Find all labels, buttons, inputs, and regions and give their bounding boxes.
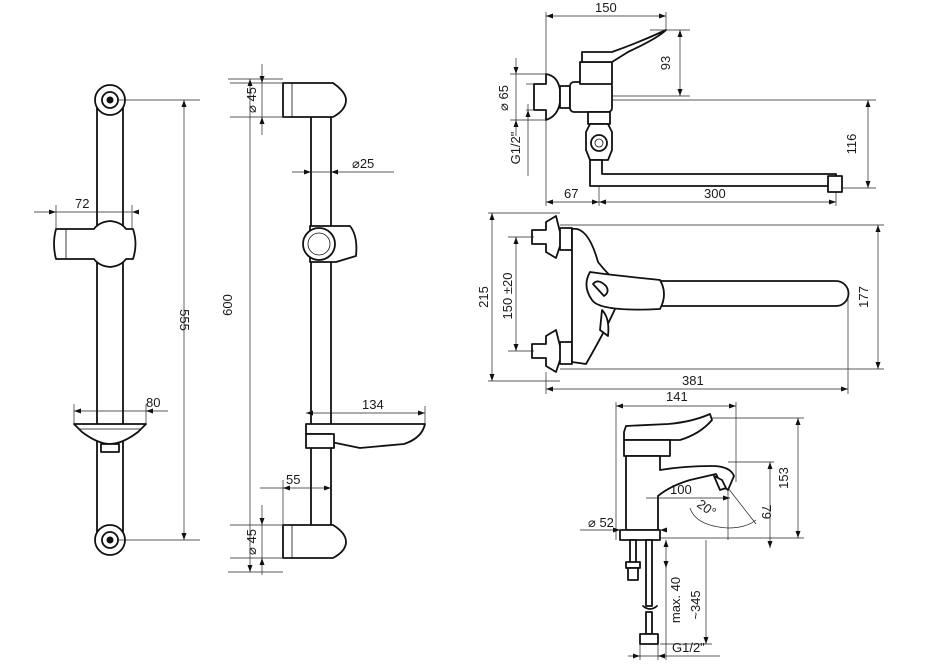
dim-label-inlet-dia: 65 — [496, 85, 511, 99]
side-nut-collar — [559, 85, 571, 109]
basin-hose-nut — [639, 633, 659, 645]
dim-arc-angle — [689, 507, 757, 529]
ext-line — [727, 487, 757, 525]
dim-label-thread-bottom: G1/2" — [672, 640, 705, 655]
dim-arrows — [546, 199, 836, 205]
top-lower-collar — [559, 341, 573, 365]
dim-label-holder-dia-top-text: ⌀ 45 — [244, 87, 259, 113]
dim-label-153: 153 — [776, 467, 791, 489]
side-spout-aerator — [827, 175, 843, 193]
dim-label-215: 215 — [476, 286, 491, 308]
basin-nut — [627, 567, 639, 581]
side-swivel-core — [594, 138, 604, 148]
diameter-symbol: ⌀ — [496, 103, 511, 111]
dim-label-116: 116 — [844, 134, 859, 155]
top-handle — [585, 271, 665, 311]
dim-label-centers: 150 ±20 — [500, 273, 515, 320]
side-tray-collar — [305, 433, 335, 449]
rail-slider-holder — [53, 220, 137, 268]
side-top-holder — [282, 82, 347, 118]
dim-label-holder-dia-bottom: 45 — [244, 529, 259, 543]
side-cartridge-cap — [579, 61, 613, 85]
basin-aerator — [713, 475, 727, 491]
rail-soap-tray-front — [73, 423, 147, 445]
dim-label-holder-dia-top: 45 — [244, 87, 259, 101]
rail-tube — [96, 99, 124, 541]
dim-label-holder-dia-bottom-text: ⌀ 45 — [244, 529, 259, 555]
dim-label-80: 80 — [146, 395, 160, 410]
basin-base-plate — [619, 529, 661, 541]
dim-arrows — [525, 110, 531, 117]
top-handle-mark-icon — [592, 280, 609, 297]
dim-label-93: 93 — [658, 56, 673, 70]
basin-handle — [623, 413, 713, 441]
dim-label-300: 300 — [704, 186, 726, 201]
rail-bottom-screw-icon — [106, 536, 114, 544]
side-swivel-ring — [590, 134, 608, 152]
top-upper-collar — [559, 227, 573, 251]
basin-hose-upper — [645, 539, 653, 607]
dim-label-tube-dia: 25 — [360, 156, 374, 171]
side-rail-tube — [310, 109, 332, 529]
basin-hose-lower — [645, 611, 653, 635]
side-eccentric-nut — [533, 73, 561, 121]
basin-body-spout — [625, 455, 735, 531]
basin-cartridge-cap — [623, 439, 671, 457]
dim-label-600: 600 — [220, 294, 235, 316]
dim-arrows — [723, 495, 730, 501]
dim-label-555: 555 — [177, 309, 192, 331]
wall-mixer-side-view: 150 93 ⌀ 65 G1/2" 116 67 300 — [496, 0, 876, 206]
dim-label-thread: G1/2" — [508, 131, 523, 164]
dim-arrows — [304, 169, 338, 175]
dim-label-134: 134 — [362, 397, 384, 412]
basin-mixer-view: 141 153 100 20° 79 ⌀ 52 max. 40 ~345 — [580, 389, 804, 660]
side-long-spout — [589, 159, 837, 187]
dim-label-177: 177 — [856, 286, 871, 308]
dim-label-max40: max. 40 — [668, 577, 683, 623]
diameter-symbol: ⌀ — [588, 515, 596, 530]
diameter-symbol: ⌀ — [244, 547, 259, 555]
side-mixer-body — [569, 81, 613, 113]
dim-label-base-dia: 52 — [599, 515, 613, 530]
dim-label-inlet-dia-text: ⌀ 65 — [496, 85, 511, 111]
side-handle — [581, 29, 667, 63]
dim-label-100: 100 — [670, 482, 692, 497]
top-upper-eccentric — [531, 215, 563, 259]
dim-label-150: 150 — [595, 0, 617, 15]
top-lever-tail — [599, 309, 610, 337]
dim-label-55: 55 — [286, 472, 300, 487]
shower-rail-front-view: 72 555 80 — [34, 84, 200, 556]
side-bottom-holder — [282, 524, 347, 559]
side-body-neck — [587, 111, 611, 125]
top-lower-eccentric — [531, 329, 563, 373]
dim-label-381: 381 — [682, 373, 704, 388]
diameter-symbol: ⌀ — [352, 156, 360, 171]
top-long-spout — [659, 280, 850, 307]
dim-label-angle: 20° — [694, 496, 719, 520]
dim-label-141: 141 — [666, 389, 688, 404]
dim-label-67: 67 — [564, 186, 578, 201]
dim-arrows — [663, 540, 669, 568]
dim-arrows — [677, 30, 683, 96]
shower-rail-side-view: ⌀ 45 600 ⌀25 134 55 ⌀ 45 — [220, 64, 426, 575]
dim-label-72: 72 — [75, 196, 89, 211]
basin-hose-bend — [642, 605, 658, 610]
dim-arrows — [633, 653, 665, 659]
tray-collar — [100, 443, 120, 453]
dim-label-79: 79 — [759, 505, 774, 519]
wall-mixer-top-view: 215 150 ±20 177 381 — [476, 212, 884, 394]
rail-top-screw-icon — [106, 96, 114, 104]
diameter-symbol: ⌀ — [244, 105, 259, 113]
dim-label-345: ~345 — [688, 590, 703, 619]
knob-inner-ring — [307, 232, 331, 256]
dim-label-base-dia-text: ⌀ 52 — [588, 515, 614, 530]
dim-arrows — [703, 637, 709, 644]
dim-label-tube-dia-text: ⌀25 — [352, 156, 374, 171]
